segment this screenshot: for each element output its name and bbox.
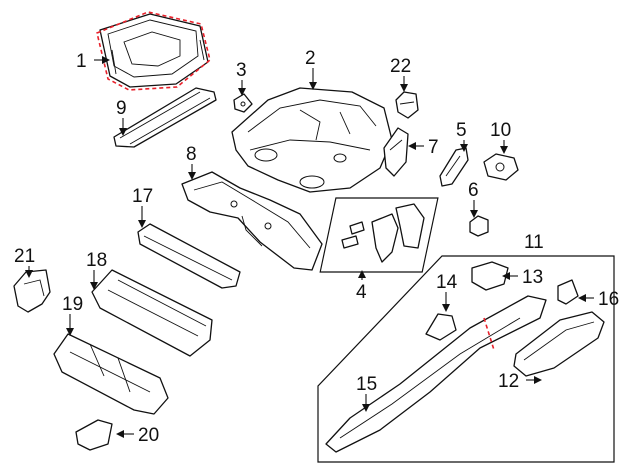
part-3-bracket[interactable] — [233, 93, 253, 113]
callout-10: 10 — [490, 120, 511, 141]
callout-4: 4 — [356, 282, 367, 303]
kit-4-frame — [319, 197, 439, 273]
part-22-bracket[interactable] — [395, 91, 419, 119]
callout-18: 18 — [86, 250, 107, 271]
callout-7: 7 — [428, 137, 439, 158]
callout-3: 3 — [236, 60, 247, 81]
part-1-highlight-outline — [96, 11, 211, 91]
part-18-floor-section[interactable] — [91, 269, 213, 357]
part-13-bracket[interactable] — [471, 261, 509, 291]
part-21-bracket[interactable] — [13, 269, 51, 313]
callout-9: 9 — [116, 98, 127, 119]
part-17-crossmember[interactable] — [137, 223, 241, 289]
part-20-plate[interactable] — [75, 419, 113, 451]
part-2-rear-floor-pan[interactable] — [231, 87, 393, 193]
callout-21: 21 — [14, 246, 35, 267]
part-14-bracket[interactable] — [425, 313, 457, 341]
callout-5: 5 — [456, 120, 467, 141]
callout-12: 12 — [498, 371, 519, 392]
callout-13: 13 — [522, 267, 543, 288]
callout-20: 20 — [138, 425, 159, 446]
leader-lines — [25, 56, 594, 438]
callout-16: 16 — [598, 289, 619, 310]
callout-14: 14 — [436, 272, 458, 293]
part-12-rail-extension[interactable] — [513, 311, 605, 377]
callout-8: 8 — [186, 144, 197, 165]
assembly-11-frame — [317, 255, 615, 463]
callout-2: 2 — [305, 48, 316, 69]
part-19-floor-section[interactable] — [53, 333, 169, 415]
callout-17: 17 — [132, 186, 153, 207]
callout-6: 6 — [468, 180, 479, 201]
callout-11: 11 — [524, 232, 544, 253]
callout-19: 19 — [62, 294, 83, 315]
part-7-bracket[interactable] — [383, 127, 409, 177]
part-1-spare-tire-well[interactable] — [96, 11, 211, 91]
part-6-clip[interactable] — [469, 215, 489, 237]
part-16-bracket[interactable] — [557, 279, 579, 305]
part-5-bracket[interactable] — [439, 147, 469, 187]
part-11-highlight-cut-line — [483, 317, 495, 351]
part-10-mount[interactable] — [483, 153, 519, 181]
part-4-reinforcement-kit[interactable] — [341, 203, 425, 263]
callout-1: 1 — [76, 51, 87, 72]
part-9-crossmember[interactable] — [113, 87, 217, 148]
part-8-rear-panel[interactable] — [181, 171, 323, 271]
callout-15: 15 — [356, 374, 377, 395]
callout-22: 22 — [390, 56, 411, 77]
part-11-rail-assembly[interactable] — [325, 295, 547, 453]
